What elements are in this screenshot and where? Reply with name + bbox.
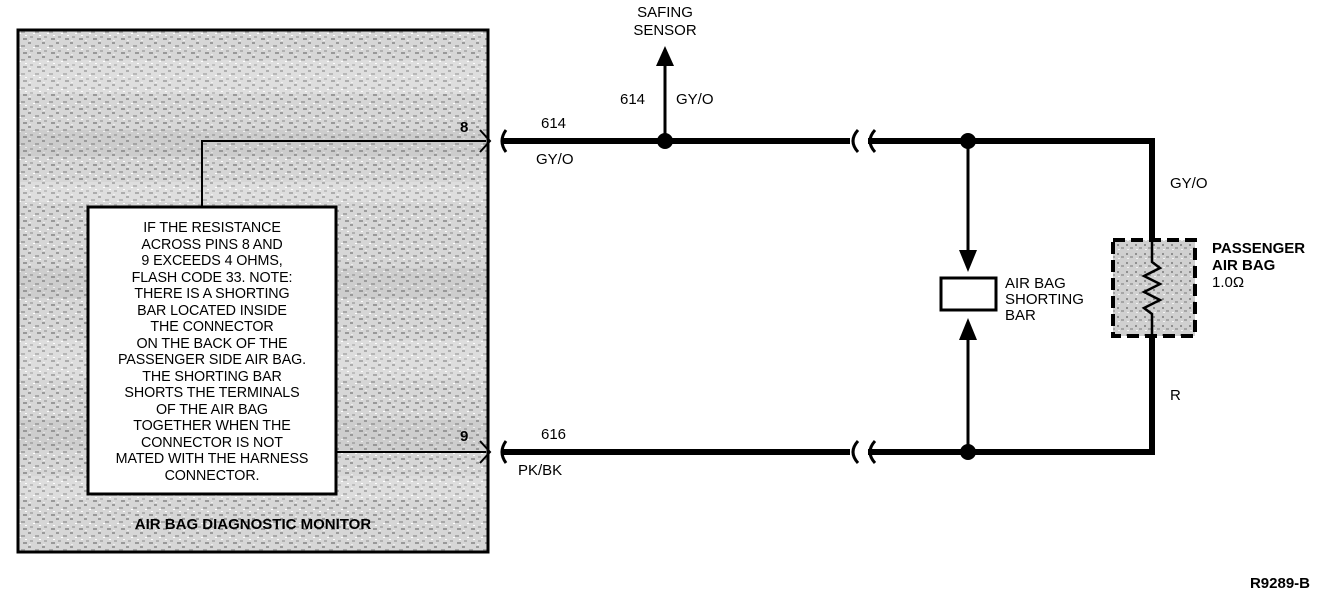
pin8-leader-line <box>201 140 486 207</box>
inline-connector-bottom-left <box>851 439 860 465</box>
passenger-air-bag-label-line1: PASSENGER <box>1212 240 1305 257</box>
safing-sensor-label-line1: SAFING <box>637 4 693 21</box>
shorting-bar-label-line2: SHORTING <box>1005 291 1084 308</box>
safing-sensor-label-line2: SENSOR <box>633 22 697 39</box>
passenger-air-bag-resistance: 1.0Ω <box>1212 274 1244 291</box>
right-bottom-wire-color: R <box>1170 387 1181 404</box>
safing-circuit-number: 614 <box>620 91 645 108</box>
right-top-wire-color: GY/O <box>1170 175 1208 192</box>
monitor-note-text: IF THE RESISTANCE ACROSS PINS 8 AND 9 EX… <box>115 220 309 484</box>
resistor-zigzag-icon <box>1141 240 1163 336</box>
figure-code: R9289-B <box>1250 575 1310 592</box>
bottom-wire-color: PK/BK <box>518 462 562 479</box>
note-box <box>86 205 338 496</box>
pin-9-label: 9 <box>460 428 468 445</box>
passenger-air-bag-label-line2: AIR BAG <box>1212 257 1275 274</box>
safing-wire-color: GY/O <box>676 91 714 108</box>
inline-connector-top-left <box>851 128 860 154</box>
top-wire-color: GY/O <box>536 151 574 168</box>
pin9-connector-symbol <box>479 440 492 464</box>
monitor-title: AIR BAG DIAGNOSTIC MONITOR <box>134 516 372 533</box>
pin-8-label: 8 <box>460 119 468 136</box>
shorting-bar-label-line1: AIR BAG <box>1005 275 1066 292</box>
shorting-bar-label-line3: BAR <box>1005 307 1036 324</box>
shorting-bar-arrow-up-icon <box>959 318 977 340</box>
pin8-connector-symbol <box>479 129 492 153</box>
shorting-bar-box <box>939 276 998 312</box>
safing-sensor-arrow-icon <box>656 46 674 66</box>
shorting-bar-arrow-down-icon <box>959 250 977 272</box>
bottom-circuit-number: 616 <box>541 426 566 443</box>
top-circuit-number: 614 <box>541 115 566 132</box>
